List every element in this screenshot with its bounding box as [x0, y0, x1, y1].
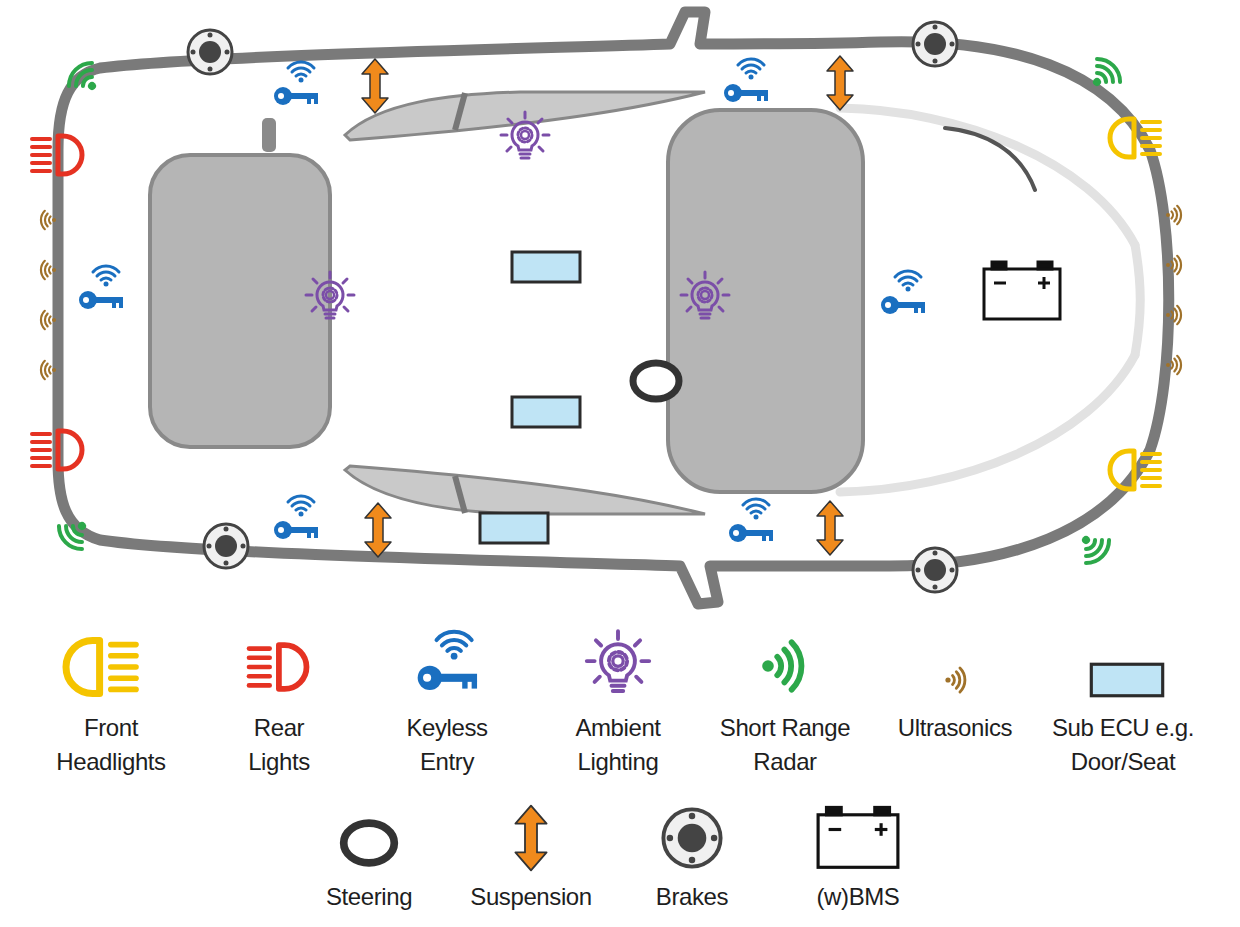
legend-label: Suspension [456, 880, 606, 914]
ultrasonic-icons [41, 206, 1181, 379]
wiper [945, 128, 1035, 190]
car-body [58, 12, 1169, 604]
window-dividers [455, 93, 465, 513]
sub-ecu-icons [480, 252, 580, 543]
windscreen-lines [840, 108, 1140, 492]
legend-icons [66, 631, 1163, 870]
keyless-entry-icons [79, 59, 925, 542]
headlight-icons [1110, 119, 1160, 489]
legend-label: Ambient Lighting [543, 711, 693, 779]
radar-icons [54, 54, 1125, 568]
legend-label: Rear Lights [229, 711, 329, 779]
legend-label: (w)BMS [783, 880, 933, 914]
legend-label: Brakes [617, 880, 767, 914]
brake-icons [188, 22, 957, 592]
legend-label: Short Range Radar [705, 711, 865, 779]
headrest [262, 118, 276, 152]
legend-label: Front Headlights [31, 711, 191, 779]
side-windows [345, 92, 705, 514]
legend-label: Steering [294, 880, 444, 914]
rear-seat [150, 155, 330, 447]
ambient-lighting-icons [306, 112, 729, 318]
bms-icon [984, 262, 1060, 319]
legend-label: Ultrasonics [865, 711, 1045, 745]
rear-light-icons [32, 136, 82, 469]
suspension-icons [362, 56, 853, 557]
front-seats [668, 110, 863, 492]
legend-label: Keyless Entry [382, 711, 512, 779]
steering-icon [633, 363, 679, 399]
legend-label: Sub ECU e.g. Door/Seat [1033, 711, 1213, 779]
